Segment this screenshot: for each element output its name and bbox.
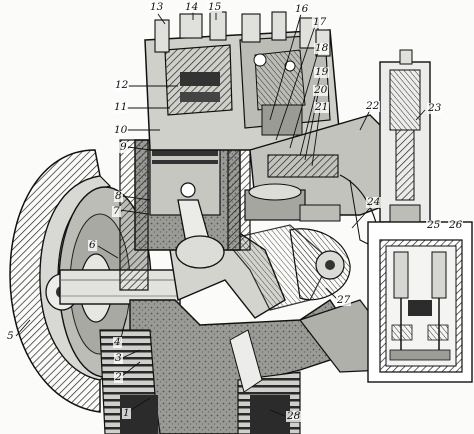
callout-13: 13 bbox=[149, 1, 165, 13]
cylinder-head bbox=[144, 11, 341, 151]
callout-3: 3 bbox=[114, 352, 123, 364]
callout-19: 19 bbox=[314, 66, 330, 78]
callout-17: 17 bbox=[312, 16, 328, 28]
callout-22: 22 bbox=[365, 100, 381, 112]
callout-21: 21 bbox=[314, 101, 330, 113]
crankcase bbox=[99, 299, 391, 434]
callout-2: 2 bbox=[114, 371, 123, 383]
callout-9: 9 bbox=[119, 141, 128, 153]
inset-detail bbox=[367, 221, 473, 383]
callout-24: 24 bbox=[366, 196, 382, 208]
callout-23: 23 bbox=[427, 102, 443, 114]
callout-6: 6 bbox=[88, 239, 97, 251]
callout-10: 10 bbox=[113, 124, 129, 136]
callout-16: 16 bbox=[294, 3, 310, 15]
cylinder-block bbox=[119, 139, 251, 291]
callout-7: 7 bbox=[112, 205, 121, 217]
callout-27: 27 bbox=[336, 294, 352, 306]
callout-18: 18 bbox=[314, 42, 330, 54]
fuel-injection-pump bbox=[244, 114, 401, 301]
callout-4: 4 bbox=[113, 336, 122, 348]
callout-14: 14 bbox=[184, 1, 200, 13]
callout-20: 20 bbox=[313, 84, 329, 96]
callout-28: 28 bbox=[286, 410, 302, 422]
callout-15: 15 bbox=[207, 1, 223, 13]
callout-25: 25 bbox=[426, 219, 442, 231]
callout-5: 5 bbox=[6, 330, 15, 342]
callout-11: 11 bbox=[113, 101, 129, 113]
callout-26: 26 bbox=[448, 219, 464, 231]
callout-1: 1 bbox=[122, 407, 131, 419]
callout-8: 8 bbox=[114, 190, 123, 202]
callout-12: 12 bbox=[114, 79, 130, 91]
